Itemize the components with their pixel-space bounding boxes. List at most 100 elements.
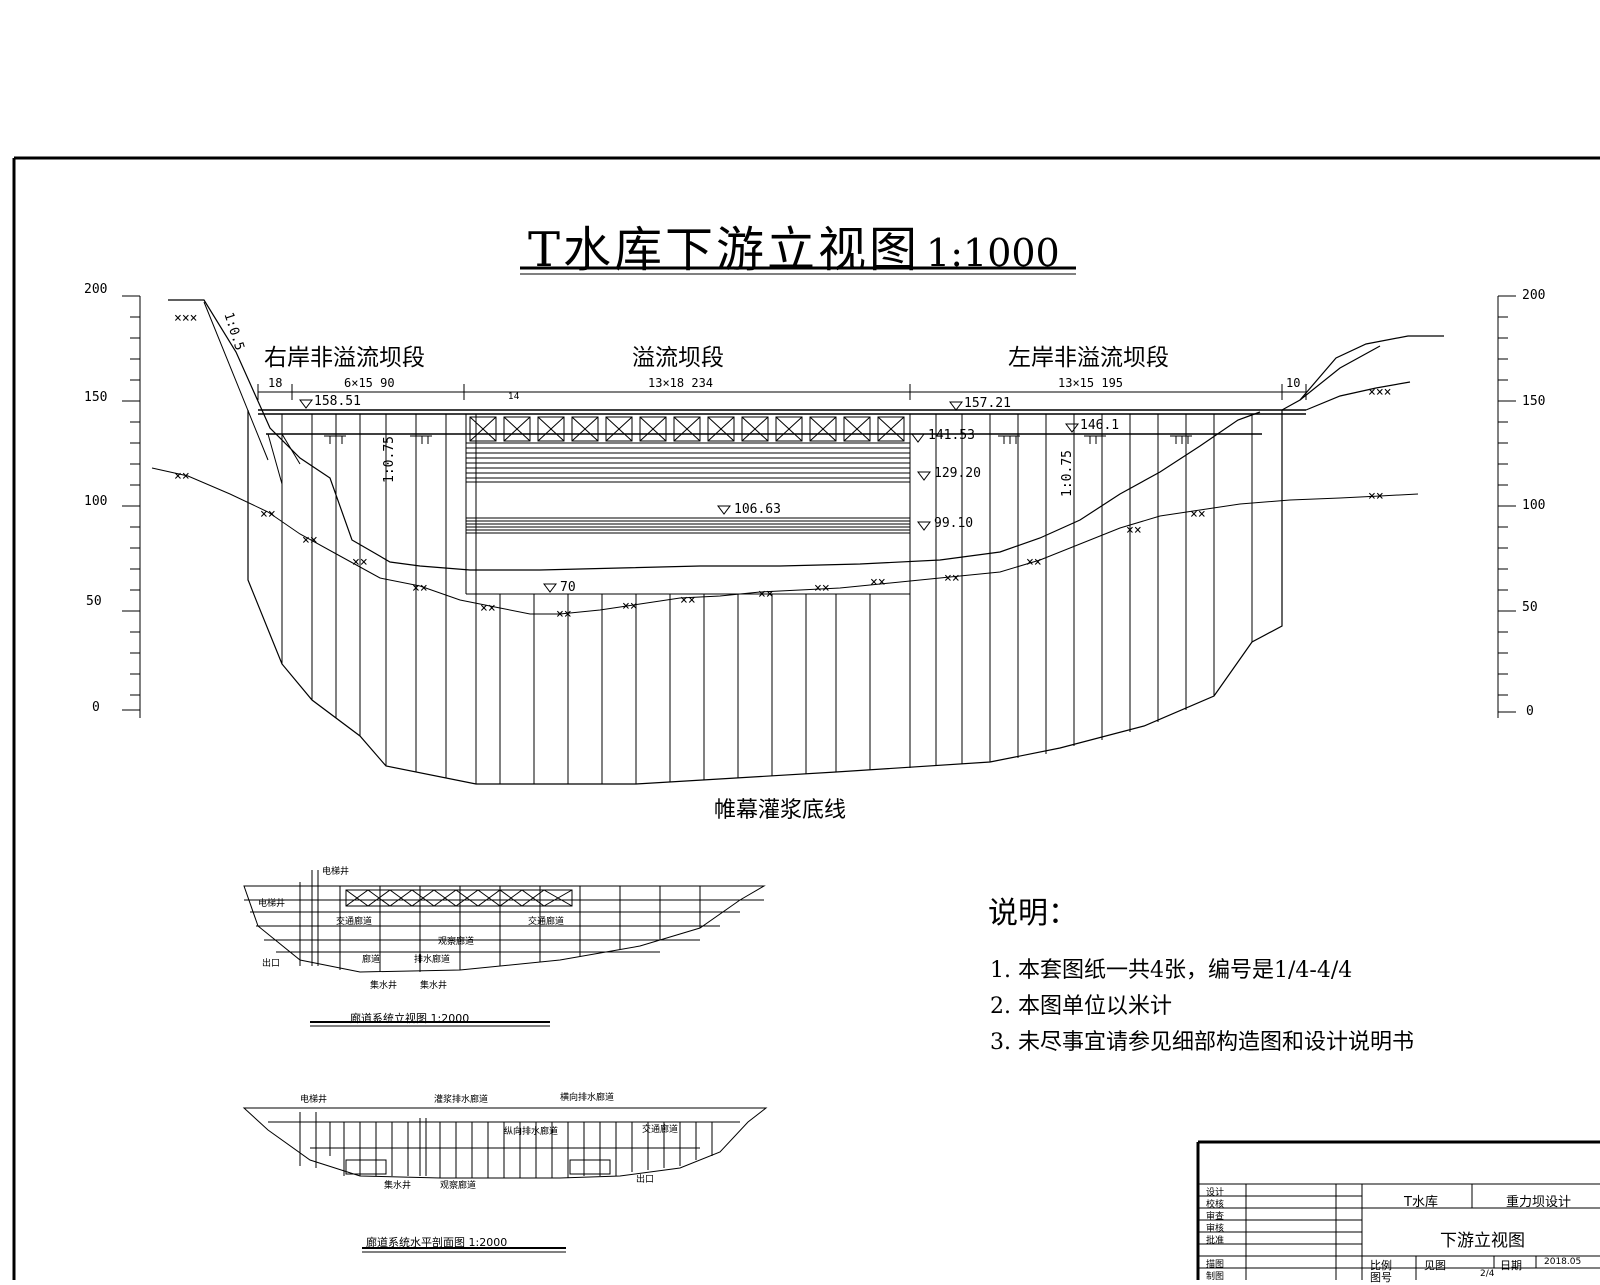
title-block-role: 描图 — [1206, 1260, 1225, 1270]
dimension-label: 10 — [1286, 376, 1301, 390]
right-elevation-axis — [1497, 295, 1516, 718]
title-underline — [520, 266, 1076, 275]
sheet-border — [12, 156, 1600, 1280]
gallery-label: 电梯井 — [258, 899, 286, 909]
svg-text:××: ×× — [480, 601, 496, 616]
svg-text:××: ×× — [1190, 507, 1206, 522]
svg-text:××: ×× — [1368, 489, 1384, 504]
svg-text:××: ×× — [412, 581, 428, 596]
spillway-gates — [465, 413, 911, 534]
dimension-label: 14 — [508, 392, 520, 402]
left-axis-label: 100 — [84, 494, 108, 509]
dimension-line — [257, 384, 1307, 400]
right-axis-label: 100 — [1522, 498, 1546, 513]
spillway-segment-label: 溢流坝段 — [632, 345, 724, 371]
title-block-role: 设计 — [1206, 1188, 1225, 1198]
gallery-plan-drawing — [242, 1107, 768, 1253]
svg-text:××: ×× — [260, 507, 276, 522]
gallery-label: 出口 — [262, 959, 281, 969]
dimension-label: 13×15 195 — [1058, 376, 1124, 390]
left-elevation-axis — [122, 295, 141, 718]
title-block-date-value: 2018.05 — [1544, 1257, 1582, 1267]
svg-text:××: ×× — [352, 555, 368, 570]
gallery-label: 交通廊道 — [528, 917, 565, 927]
elevation-label: 158.51 — [314, 394, 361, 409]
gallery-label: 横向排水廊道 — [560, 1093, 615, 1103]
svg-text:××: ×× — [758, 587, 774, 602]
title-block-scale-value: 见图 — [1424, 1259, 1446, 1272]
ground-profile — [168, 299, 1444, 571]
gallery-label: 排水廊道 — [414, 955, 451, 965]
note-item: 2. 本图单位以米计 — [990, 994, 1172, 1019]
right-axis-label: 150 — [1522, 394, 1546, 409]
bedrock-line — [151, 467, 1419, 615]
title-block-scale-label: 比例 — [1370, 1259, 1392, 1272]
left-axis-label: 200 — [84, 282, 108, 297]
svg-text:××: ×× — [302, 533, 318, 548]
title-block-date-label: 日期 — [1500, 1259, 1522, 1272]
gallery-label: 交通廊道 — [642, 1125, 679, 1135]
gallery-elevation-title: 廊道系统立视图 1:2000 — [350, 1012, 470, 1025]
slope-label: 1:0.75 — [381, 436, 397, 483]
title-block-role: 校核 — [1206, 1200, 1225, 1210]
svg-text:××: ×× — [1126, 523, 1142, 538]
right-axis-label: 50 — [1522, 600, 1538, 615]
gallery-label: 集水井 — [384, 1181, 412, 1191]
elevation-label: 106.63 — [734, 502, 781, 517]
gallery-label: 交通廊道 — [336, 917, 373, 927]
slope-line — [203, 301, 301, 485]
dimension-label: 13×18 234 — [648, 376, 714, 390]
elevation-label: 141.53 — [928, 428, 975, 443]
dimension-label: 6×15 90 — [344, 376, 395, 390]
title-block-num-label: 图号 — [1370, 1271, 1392, 1284]
elevation-label: 70 — [560, 580, 576, 595]
title-block-role: 批准 — [1206, 1236, 1225, 1246]
gallery-plan-title: 廊道系统水平剖面图 1:2000 — [366, 1236, 508, 1249]
title-block-design: 重力坝设计 — [1506, 1195, 1572, 1210]
gallery-label: 出口 — [636, 1175, 655, 1185]
title-scale: 1:1000 — [926, 231, 1060, 275]
title-block-project: T水库 — [1404, 1195, 1438, 1210]
title-block-drawing-name: 下游立视图 — [1440, 1231, 1525, 1251]
note-item: 1. 本套图纸一共4张，编号是1/4-4/4 — [990, 958, 1353, 983]
elevation-label: 146.1 — [1080, 418, 1120, 433]
gallery-label: 纵向排水廊道 — [504, 1127, 559, 1137]
svg-text:×××: ××× — [174, 311, 197, 326]
right-axis-label: 200 — [1522, 288, 1546, 303]
notes-title: 说明： — [988, 896, 1078, 931]
svg-text:×××: ××× — [1368, 385, 1391, 400]
gallery-label: 电梯井 — [322, 867, 350, 877]
gallery-label: 灌浆排水廊道 — [434, 1095, 489, 1105]
title-block-role: 审查 — [1206, 1212, 1225, 1222]
title-block-role: 制图 — [1206, 1272, 1225, 1282]
title-block — [1196, 1140, 1600, 1280]
title-block-num-value: 2/4 — [1480, 1269, 1495, 1279]
elevation-label: 157.21 — [964, 396, 1011, 411]
left-axis-label: 150 — [84, 390, 108, 405]
svg-text:××: ×× — [944, 571, 960, 586]
dam-outline — [247, 410, 1283, 785]
svg-text:××: ×× — [814, 581, 830, 596]
elevation-markers — [299, 399, 1079, 593]
svg-text:××: ×× — [622, 599, 638, 614]
slope-label: 1:0.75 — [1059, 450, 1075, 497]
right-axis-label: 0 — [1526, 704, 1534, 719]
svg-text:××: ×× — [680, 593, 696, 608]
grout-curtain-label: 帷幕灌浆底线 — [714, 798, 847, 823]
svg-text:××: ×× — [870, 575, 886, 590]
water-symbols — [324, 435, 1192, 444]
dimension-label: 18 — [268, 376, 283, 390]
elevation-label: 129.20 — [934, 466, 981, 481]
svg-text:××: ×× — [556, 607, 572, 622]
gallery-label: 观察廊道 — [440, 1181, 477, 1191]
title-block-role: 审核 — [1206, 1224, 1225, 1234]
left-axis-label: 0 — [92, 700, 100, 715]
svg-text:××: ×× — [1026, 555, 1042, 570]
title-main: T水库下游立视图 — [528, 222, 921, 278]
gallery-label: 集水井 — [370, 981, 398, 991]
gallery-label: 集水井 — [420, 981, 448, 991]
svg-text:××: ×× — [174, 469, 190, 484]
